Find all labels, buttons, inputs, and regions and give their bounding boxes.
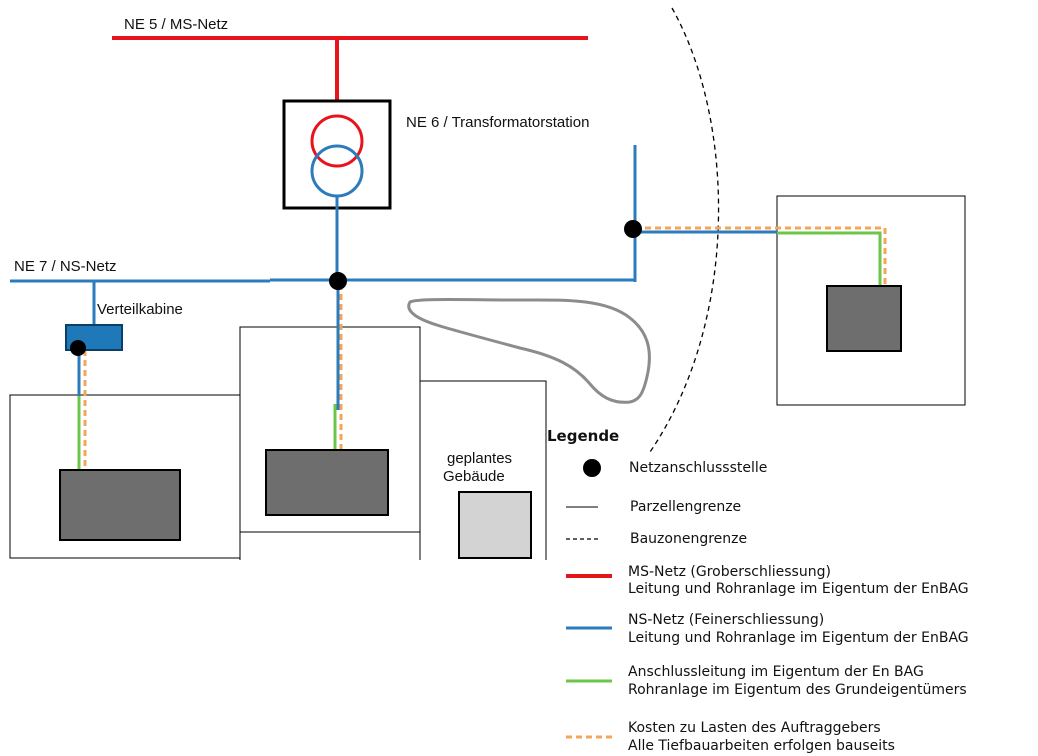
parcel-boundaries <box>9 195 966 560</box>
geplantes-label-line1: geplantes <box>447 450 512 467</box>
netzanschluss-node-right <box>624 220 642 238</box>
legend: Legende Netzanschlussstelle Parzellengre… <box>547 427 969 754</box>
legend-title: Legende <box>547 427 619 445</box>
ne6-label: NE 6 / Transformatorstation <box>406 114 589 131</box>
legend-netzanschluss-symbol <box>583 459 601 477</box>
legend-kosten-label-2: Alle Tiefbauarbeiten erfolgen bauseits <box>628 738 895 754</box>
building-left <box>59 469 181 541</box>
legend-ms-netz-label-1: MS-Netz (Groberschliessung) <box>628 564 831 580</box>
ns-netz-lines <box>10 145 777 410</box>
transformer-primary-coil <box>310 114 364 168</box>
legend-ns-netz-label-2: Leitung und Rohranlage im Eigentum der E… <box>628 630 969 646</box>
anschluss-right <box>777 231 882 286</box>
legend-kosten-label-1: Kosten zu Lasten des Auftraggebers <box>628 720 881 736</box>
legend-ms-netz-label-2: Leitung und Rohranlage im Eigentum der E… <box>628 581 969 597</box>
parcel-middle <box>239 326 421 560</box>
ne7-label: NE 7 / NS-Netz <box>14 258 117 275</box>
building-right <box>826 285 902 352</box>
kosten-lines <box>83 226 887 470</box>
legend-netzanschluss-label: Netzanschlussstelle <box>629 460 767 476</box>
building-planned <box>458 491 532 559</box>
anschlussleitung-lines <box>77 231 882 470</box>
legend-parzellengrenze-label: Parzellengrenze <box>630 499 741 515</box>
building-middle <box>265 449 389 516</box>
netzanschluss-node-middle <box>329 272 347 290</box>
kosten-right <box>635 226 887 286</box>
parcel-planned <box>420 380 547 560</box>
geplantes-label-line2: Gebäude <box>443 468 505 485</box>
netzanschluss-node-left <box>70 340 86 356</box>
legend-bauzonengrenze-label: Bauzonengrenze <box>630 531 747 547</box>
parcel-right <box>776 195 966 406</box>
ne5-label: NE 5 / MS-Netz <box>124 16 228 33</box>
legend-anschluss-label-1: Anschlussleitung im Eigentum der En BAG <box>628 664 924 680</box>
bauzonengrenze-line <box>649 7 720 453</box>
terrain-outline <box>407 298 651 404</box>
verteilkabine-label: Verteilkabine <box>97 301 183 318</box>
legend-anschluss-label-2: Rohranlage im Eigentum des Grundeigentüm… <box>628 682 967 698</box>
legend-ns-netz-label-1: NS-Netz (Feinerschliessung) <box>628 612 824 628</box>
transformatorstation-box <box>282 99 392 210</box>
